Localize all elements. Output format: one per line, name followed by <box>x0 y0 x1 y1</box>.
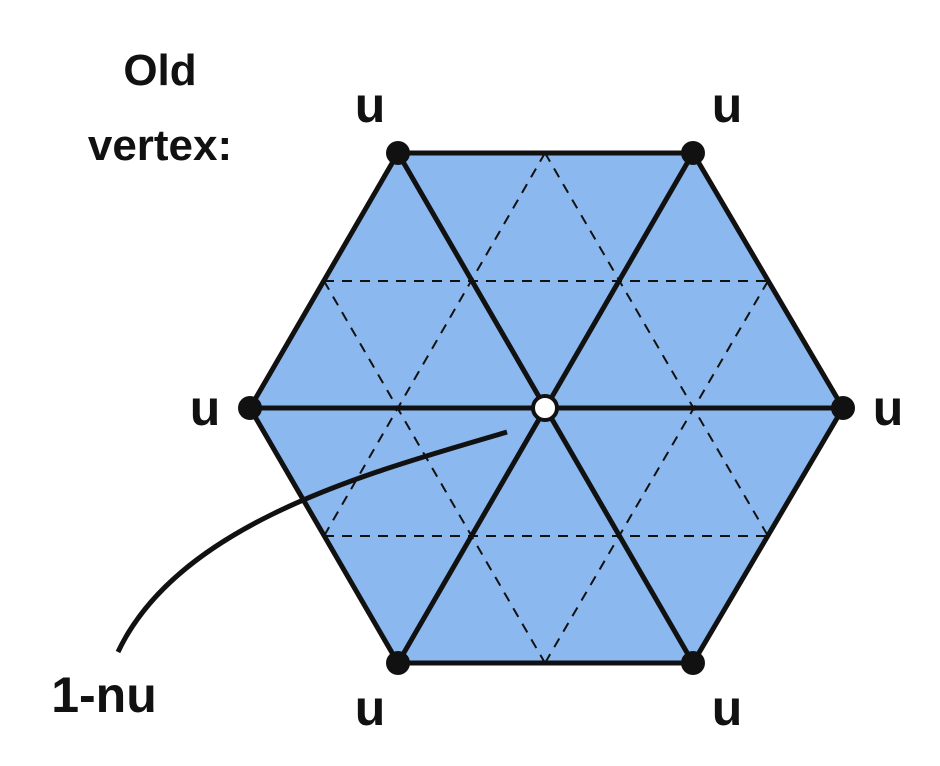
vertex-dot <box>386 651 410 675</box>
weight-label-bottom-right: u <box>712 680 743 736</box>
vertex-dot <box>831 396 855 420</box>
vertex-dot <box>681 651 705 675</box>
weight-label-left: u <box>190 380 221 436</box>
weight-label-bottom-left: u <box>355 680 386 736</box>
title-line-1: Old <box>123 46 196 95</box>
dashed-subdivision-lines <box>323 152 769 664</box>
vertex-dot <box>238 396 262 420</box>
vertex-dot <box>386 141 410 165</box>
weight-label-top-right: u <box>712 77 743 133</box>
dashed-line <box>544 152 769 537</box>
center-weight-label: 1-nu <box>51 667 157 723</box>
leader-curve <box>115 429 508 654</box>
dashed-line <box>323 280 546 664</box>
neighbor-vertices <box>238 141 855 675</box>
weight-label-right: u <box>873 380 904 436</box>
vertex-dot <box>681 141 705 165</box>
center-vertex <box>531 394 559 422</box>
dashed-line <box>544 280 769 664</box>
dashed-line <box>323 152 546 537</box>
weight-label-top-left: u <box>355 77 386 133</box>
title-line-2: vertex: <box>88 121 232 170</box>
